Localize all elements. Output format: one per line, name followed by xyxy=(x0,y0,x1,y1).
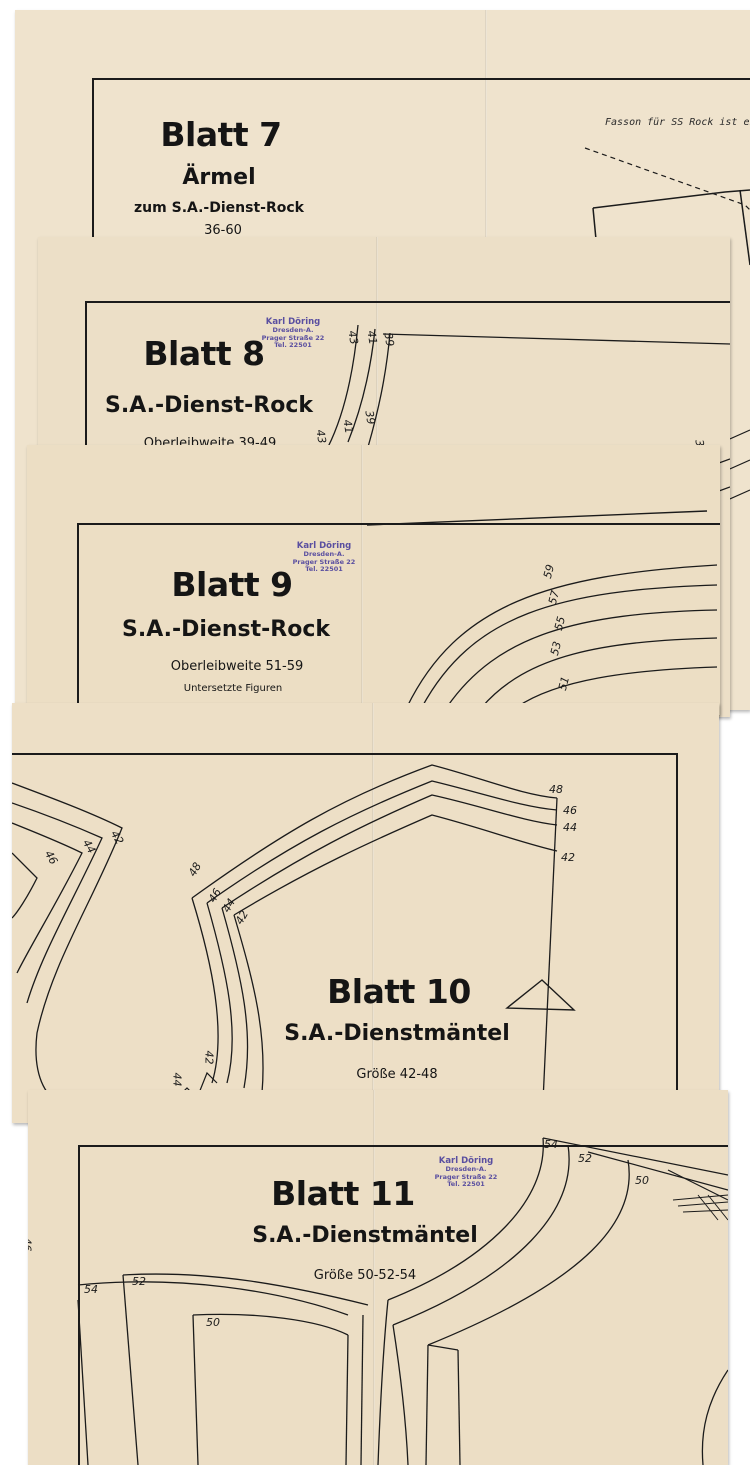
sheet-title: Blatt 9 xyxy=(171,565,293,604)
fold-line xyxy=(373,1090,375,1465)
size-mark: 42 xyxy=(202,1050,216,1065)
sheet-title: Blatt 7 xyxy=(160,115,282,154)
sheet-title: Blatt 8 xyxy=(143,334,265,373)
dealer-stamp: Karl Döring Dresden-A. Prager Straße 22 … xyxy=(435,1156,498,1189)
stamp-name: Karl Döring xyxy=(296,541,352,551)
stamp-name: Karl Döring xyxy=(438,1156,494,1166)
size-mark: 50 xyxy=(635,1174,649,1187)
stamp-street: Prager Straße 22 xyxy=(292,557,356,566)
pattern-lines xyxy=(77,1137,728,1465)
size-mark: 54 xyxy=(544,1138,558,1151)
size-mark: 39 xyxy=(381,331,397,348)
size-mark: 50 xyxy=(206,1316,220,1329)
size-mark: 43 xyxy=(345,329,361,346)
sheet-blatt-9: Blatt 9 S.A.-Dienst-Rock Oberleibweite 5… xyxy=(27,445,720,715)
size-range: Größe 42-48 xyxy=(356,1067,438,1082)
sheet-blatt-11: Blatt 11 S.A.-Dienstmäntel Größe 50-52-5… xyxy=(28,1090,728,1465)
size-range: Größe 50-52-54 xyxy=(313,1268,417,1283)
handwritten-note: Fasson für SS Rock ist ein xyxy=(605,117,750,128)
sheet-blatt-10: Blatt 10 S.A.-Dienstmäntel Größe 42-48 4… xyxy=(12,703,719,1123)
sheet-title: Blatt 10 xyxy=(327,972,471,1011)
pattern-lines xyxy=(366,510,718,708)
figure-note: Untersetzte Figuren xyxy=(183,683,283,694)
stamp-name: Karl Döring xyxy=(265,317,321,327)
stamp-street: Prager Straße 22 xyxy=(261,333,325,342)
size-mark: 52 xyxy=(578,1152,592,1165)
sheet-subtitle: S.A.-Dienstmäntel xyxy=(252,1223,478,1248)
stamp-tel: Tel. 22501 xyxy=(305,565,343,573)
fold-line xyxy=(372,703,374,1123)
sheet-frame xyxy=(78,1145,728,1465)
sheet-subtitle: Ärmel xyxy=(182,165,256,190)
size-mark: 46 xyxy=(28,1237,34,1252)
dealer-stamp: Karl Döring Dresden-A. Prager Straße 22 … xyxy=(262,317,325,350)
fold-line xyxy=(361,445,363,715)
size-mark: 48 xyxy=(549,783,563,796)
size-range: Oberleibweite 51-59 xyxy=(170,659,304,674)
size-mark: 41 xyxy=(364,329,380,346)
size-mark: 42 xyxy=(561,851,575,864)
dealer-stamp: Karl Döring Dresden-A. Prager Straße 22 … xyxy=(293,541,356,574)
size-mark: 43 xyxy=(313,428,329,445)
pattern-lines xyxy=(12,764,576,1123)
sheet-subtitle: S.A.-Dienst-Rock xyxy=(122,617,330,642)
sheet-frame xyxy=(12,753,678,1123)
size-mark: 52 xyxy=(132,1275,146,1288)
stamp-city: Dresden-A. xyxy=(445,1165,487,1173)
size-mark: 41 xyxy=(340,418,356,435)
size-mark: 46 xyxy=(563,804,577,817)
sheet-title: Blatt 11 xyxy=(271,1174,415,1213)
size-mark: 39 xyxy=(362,409,378,426)
sheet-subtitle: S.A.-Dienst-Rock xyxy=(105,393,313,418)
stamp-street: Prager Straße 22 xyxy=(434,1172,498,1181)
stamp-city: Dresden-A. xyxy=(272,326,314,334)
size-range: 36-60 xyxy=(204,223,242,238)
stamp-tel: Tel. 22501 xyxy=(447,1180,485,1188)
size-mark: 44 xyxy=(170,1072,184,1087)
stamp-city: Dresden-A. xyxy=(303,550,345,558)
size-mark: 54 xyxy=(84,1283,98,1296)
stamp-tel: Tel. 22501 xyxy=(274,341,312,349)
sheet-subtitle: S.A.-Dienstmäntel xyxy=(284,1021,510,1046)
sheet-description: zum S.A.-Dienst-Rock xyxy=(134,200,304,216)
size-mark: 44 xyxy=(563,821,577,834)
